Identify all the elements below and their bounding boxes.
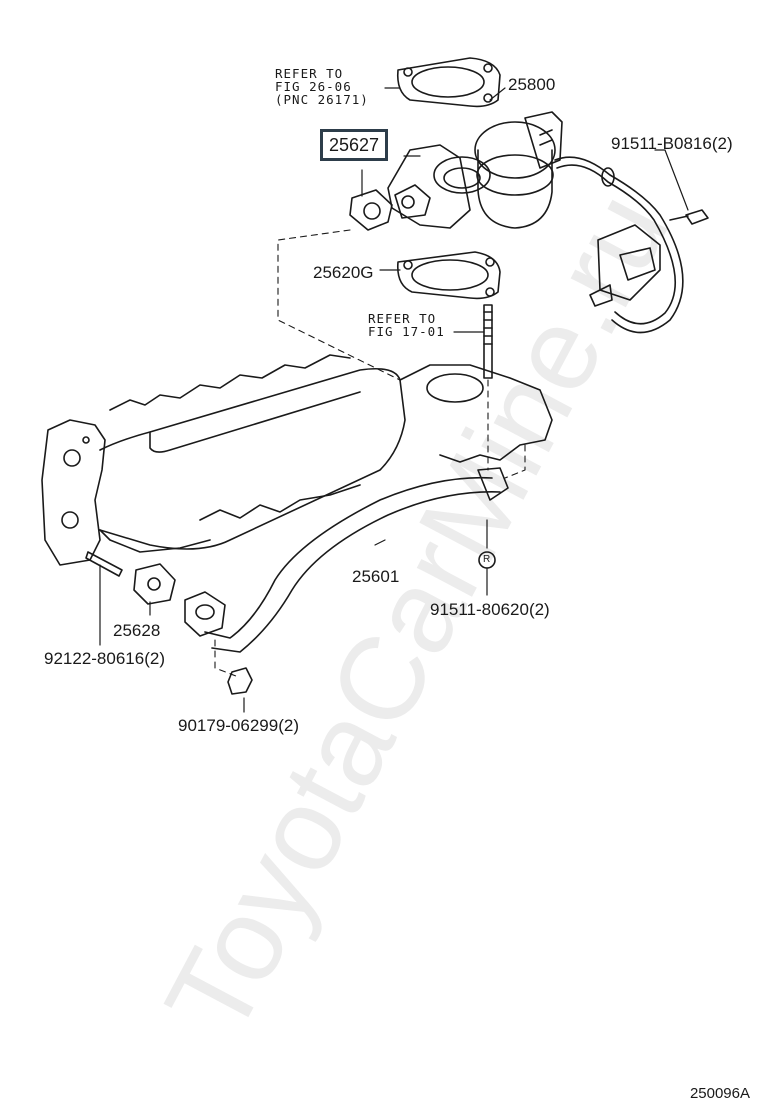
ref-line: REFER TO bbox=[275, 66, 344, 81]
vacuum-hose-drawing bbox=[554, 156, 709, 334]
part-label-91511-b0816[interactable]: 91511-B0816(2) bbox=[611, 134, 733, 153]
reference-note-fig-26-06: REFER TO FIG 26-06 (PNC 26171) bbox=[275, 66, 369, 108]
r-marker-label: R bbox=[483, 554, 491, 565]
leader-lines bbox=[99, 87, 689, 713]
upper-gasket-drawing bbox=[396, 57, 501, 108]
dashed-alignment-lines bbox=[214, 229, 526, 677]
part-label-25601[interactable]: 25601 bbox=[352, 567, 400, 586]
part-label-25627-highlighted[interactable]: 25627 bbox=[320, 129, 389, 161]
intake-manifold-drawing bbox=[41, 354, 553, 566]
egr-pipe-drawing bbox=[184, 467, 509, 653]
part-label-25628[interactable]: 25628 bbox=[113, 621, 161, 640]
ref-line: FIG 26-06 bbox=[275, 79, 352, 95]
small-gasket-drawing bbox=[349, 189, 393, 231]
part-label-92122-80616[interactable]: 92122-80616(2) bbox=[44, 649, 165, 668]
ref-line: FIG 17-01 bbox=[368, 324, 445, 340]
egr-valve-drawing bbox=[387, 111, 563, 229]
ref-line: (PNC 26171) bbox=[275, 92, 369, 108]
stud-drawing bbox=[483, 304, 493, 379]
diagram-code: 250096A bbox=[689, 1085, 750, 1102]
reference-note-fig-17-01: REFER TO FIG 17-01 bbox=[368, 312, 445, 338]
gasket-25620g-drawing bbox=[396, 251, 501, 300]
gasket-25628-drawing bbox=[133, 563, 176, 605]
stud-92122-drawing bbox=[85, 551, 123, 577]
part-label-90179-06299[interactable]: 90179-06299(2) bbox=[178, 716, 299, 735]
part-label-25800[interactable]: 25800 bbox=[508, 75, 556, 94]
part-label-91511-80620[interactable]: 91511-80620(2) bbox=[430, 600, 550, 619]
nut-drawing bbox=[227, 667, 253, 695]
part-label-25620g[interactable]: 25620G bbox=[313, 263, 374, 282]
ref-line: REFER TO bbox=[368, 311, 437, 326]
